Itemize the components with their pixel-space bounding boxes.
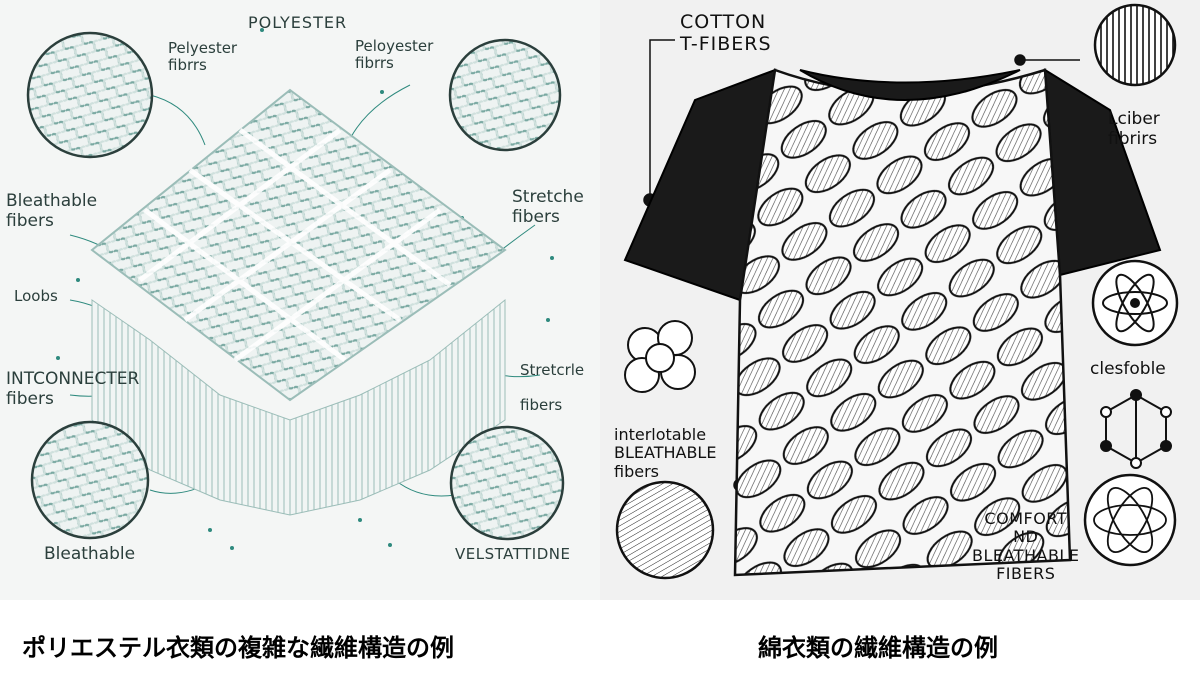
label-polyester-fibers-left: Pelyester fibrrs <box>168 39 238 75</box>
cotton-boll-icon <box>624 320 696 393</box>
label-flexible: clesfoble <box>1090 359 1166 379</box>
label-polyester-fibers-right: Peloyester fibrrs <box>355 37 434 73</box>
molecule-icon <box>1100 389 1172 469</box>
label-versatile: VELSTATTIDNE <box>455 545 571 563</box>
label-interlocking-fibers: interlotable BLEATHABLE fibers <box>614 425 717 481</box>
cotton-tshirt-artwork <box>615 3 1179 580</box>
label-breathable-fibers: Bleathable fibers <box>6 191 98 231</box>
polyester-illustration: POLYESTER Pelyester fibrrs Peloyester fi… <box>0 0 600 600</box>
polyester-mesh-artwork <box>26 28 565 550</box>
label-comfort-breathable: COMFORT ND BLEATHABLE FIBERS <box>972 509 1080 584</box>
label-loops: Loobs <box>14 287 58 305</box>
orbit-icon <box>1093 487 1167 553</box>
cotton-illustration: COTTON T-FIBERS Lciber fibrirs clesfoble… <box>600 0 1200 600</box>
tshirt-body <box>733 68 1072 577</box>
caption-cotton: 綿衣類の繊維構造の例 <box>758 634 998 662</box>
label-stretchy-fibers-top: Stretche fibers <box>512 187 584 227</box>
atom-icon <box>1102 273 1168 333</box>
magnifier-circles <box>26 31 565 541</box>
label-fiber-fibrirs: Lciber fibrirs <box>1108 109 1160 149</box>
cotton-title: COTTON T-FIBERS <box>680 11 772 55</box>
caption-polyester: ポリエステル衣類の複雑な繊維構造の例 <box>22 634 454 662</box>
sleeve-right <box>1043 68 1162 277</box>
label-stretchy-fibers-bottom: Stretcrle fibers <box>520 361 585 414</box>
label-breathable-bottom: Bleathable <box>44 544 136 564</box>
label-interconnected-fibers: INTCONNECTER fibers <box>6 369 140 409</box>
polyester-title: POLYESTER <box>248 13 348 32</box>
